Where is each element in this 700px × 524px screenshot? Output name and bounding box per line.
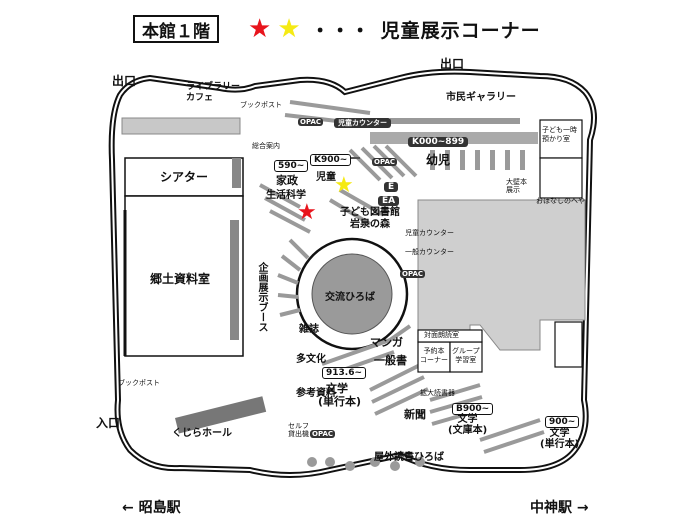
opac-kids: OPAC — [372, 158, 397, 166]
red-star-marker: ★ — [297, 200, 317, 225]
opac-bottom: OPAC — [310, 430, 335, 438]
code-590: 590~ — [274, 160, 309, 172]
general-info: 総合案内 — [252, 142, 280, 150]
multicultural: 多文化 — [296, 354, 326, 365]
magazines: 雑誌 — [299, 324, 319, 335]
face-to-face-reading: 対面朗読室 — [424, 331, 459, 339]
local-history-label: 郷土資料室 — [150, 272, 211, 286]
kids-infant: 幼児 — [426, 153, 451, 167]
legend: ★ ★ ・・・ 児童展示コーナー — [248, 14, 541, 44]
legend-dots: ・・・ — [310, 19, 371, 42]
kids-library: 子ども図書館 岩泉の森 — [340, 207, 400, 230]
opac-mid: OPAC — [400, 270, 425, 278]
magnify-reader: 拡大読書器 — [420, 389, 455, 397]
outdoor-plaza: 屋外読書ひろば — [374, 452, 444, 463]
nakagami-station: 中神駅 → — [530, 500, 589, 516]
childcare-room: 子ども一時 預かり室 — [542, 126, 577, 143]
code-590-label: 家政 — [276, 174, 298, 187]
code-ea: EA — [378, 196, 400, 206]
city-gallery: 市民ギャラリー — [446, 92, 516, 103]
general-books: 一般書 — [374, 354, 407, 367]
picture-book-display: 大壁本 展示 — [506, 178, 527, 194]
literature-single: 文学 (単行本) — [540, 428, 580, 450]
literature-913: 文学 — [326, 382, 348, 395]
entrance-label: 入口 — [96, 416, 121, 430]
reserved-corner: 予約本 コーナー — [420, 347, 448, 364]
code-b900: B900~ — [452, 403, 494, 415]
manga: マンガ — [370, 336, 403, 349]
akishima-station: ← 昭島駅 — [122, 500, 181, 516]
opac-top: OPAC — [298, 118, 323, 126]
reference: 参考資料 — [296, 388, 336, 399]
children-counter: 児童カウンター — [334, 118, 391, 128]
library-cafe: ライブラリー カフェ — [186, 82, 241, 103]
kids-code: K000~899 — [408, 137, 469, 147]
exchange-plaza — [311, 253, 393, 335]
exit-label-left: 出口 — [112, 74, 137, 88]
newspapers: 新聞 — [404, 408, 426, 421]
planning-exhibit: 企画展示ブース — [256, 262, 267, 332]
general-counter: 一般カウンター — [405, 248, 454, 256]
theater-room — [124, 157, 244, 197]
group-study: グループ 学習室 — [452, 347, 480, 364]
children-desk: 児童カウンター — [405, 229, 454, 237]
yellow-star-marker: ★ — [334, 173, 354, 198]
book-post-bottom: ブックポスト — [118, 379, 160, 387]
k900-code: K900~ — [310, 154, 352, 166]
theater-label: シアター — [160, 170, 209, 184]
code-913: 913.6~ — [322, 367, 367, 379]
exit-label-top: 出口 — [440, 57, 465, 71]
whale-hall: くじらホール — [172, 428, 232, 439]
storytime-room: おはなしのへや — [536, 197, 585, 205]
floor-label: 本館１階 — [133, 15, 219, 43]
legend-text: 児童展示コーナー — [380, 19, 541, 42]
red-star-icon: ★ — [248, 14, 272, 44]
living-science: 生活科学 — [266, 190, 306, 201]
book-post-top: ブックポスト — [240, 101, 282, 109]
self-checkout: セルフ 貸出機 — [288, 422, 309, 438]
k900-label: 児童 — [316, 172, 336, 183]
bunko-literature: 文学 (文庫本) — [448, 414, 488, 436]
exchange-plaza-label: 交流ひろば — [325, 292, 375, 303]
yellow-star-icon: ★ — [277, 14, 301, 44]
single-volume-913: (単行本) — [318, 395, 362, 408]
code-900: 900~ — [545, 416, 580, 428]
code-e: E — [384, 182, 399, 192]
